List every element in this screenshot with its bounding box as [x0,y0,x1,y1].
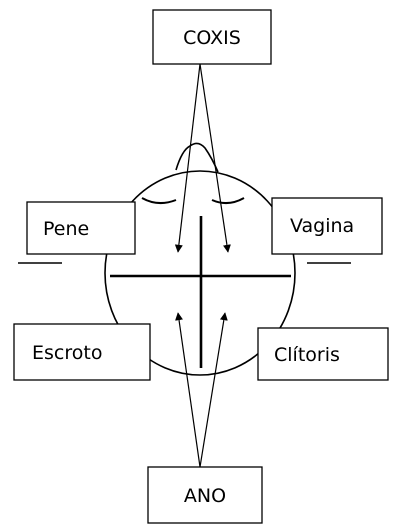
label-left-upper-text: Pene [43,218,89,240]
right-bump-mark [211,197,245,204]
label-right-lower-text: Clítoris [274,344,340,366]
label-box-right-lower: Clítoris [257,327,389,381]
body-outline [104,170,296,376]
label-box-right-upper: Vagina [271,197,383,255]
left-bump-mark [141,197,177,204]
arrow-top-right [199,63,231,253]
upper-bump [175,142,219,173]
arrow-bottom-left [175,312,201,468]
label-top-text: COXIS [183,27,241,49]
label-box-bottom: ANO [147,466,263,524]
label-left-lower-text: Escroto [32,342,102,364]
label-box-top: COXIS [152,9,272,65]
label-box-left-upper: Pene [26,201,136,255]
label-right-upper-text: Vagina [290,215,354,237]
label-box-left-lower: Escroto [13,323,151,381]
arrow-top-left [174,63,201,253]
label-bottom-text: ANO [184,485,226,507]
arrow-bottom-right [199,312,228,468]
